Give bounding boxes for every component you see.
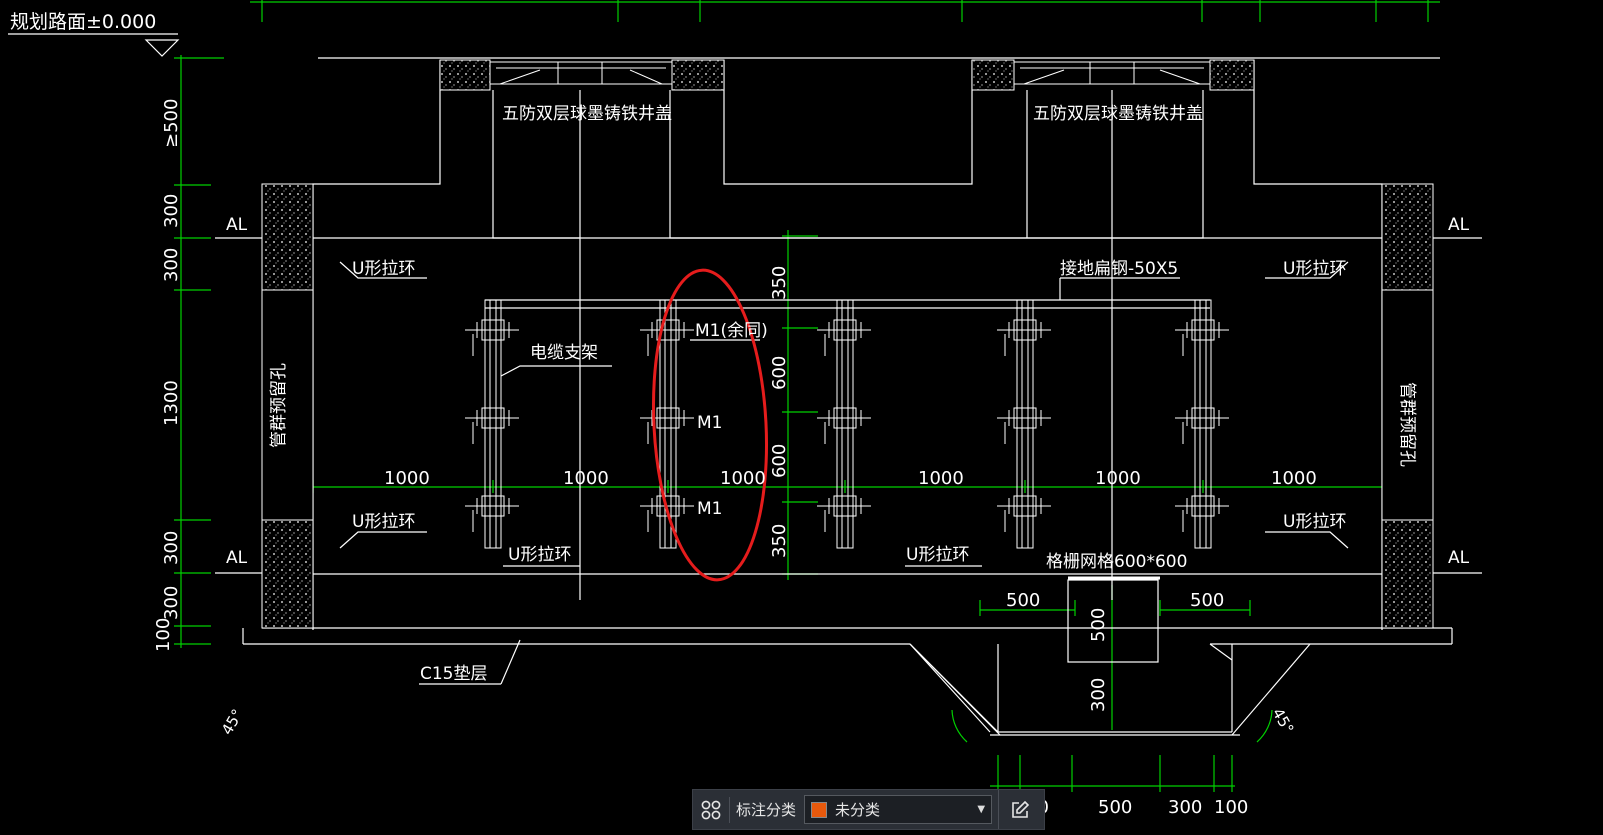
grate-label: 格栅网格600*600	[1046, 552, 1187, 572]
u-ring-label: U形拉环	[352, 512, 415, 532]
dim-text: 300	[161, 194, 182, 228]
al-label: AL	[226, 215, 248, 235]
angle-label: 45°	[1269, 705, 1298, 737]
dim-text: 350	[769, 524, 790, 558]
u-ring-label: U形拉环	[1283, 259, 1346, 279]
u-ring-label: U形拉环	[508, 545, 571, 565]
angle-label: 45°	[218, 706, 247, 738]
annotation-category-label: 标注分类	[736, 801, 797, 819]
pipe-hole-label: 管群预留孔	[269, 363, 289, 448]
edit-button[interactable]	[998, 790, 1041, 829]
span-text: 1000	[918, 468, 964, 489]
grid-icon[interactable]	[693, 790, 729, 829]
structure-lines	[8, 33, 1482, 736]
dim-text: 300	[161, 531, 182, 565]
m1-label: M1	[697, 499, 722, 519]
grounding-label: 接地扁钢-50X5	[1060, 259, 1178, 279]
dim-text: 300	[161, 248, 182, 282]
category-select[interactable]: 未分类 ▼	[804, 795, 993, 824]
dim-text: 350	[769, 266, 790, 300]
dim-text: 100	[1214, 797, 1248, 818]
dim-text: 600	[769, 356, 790, 390]
u-ring-label: U形拉环	[352, 259, 415, 279]
u-ring-label: U形拉环	[1283, 512, 1346, 532]
edit-icon	[1012, 800, 1030, 818]
dim-text: 600	[769, 444, 790, 478]
category-select-value: 未分类	[835, 801, 881, 819]
cover-label-left: 五防双层球墨铸铁井盖	[502, 104, 672, 124]
al-label: AL	[226, 548, 248, 568]
m1-label: M1	[697, 413, 722, 433]
dim-text: 500	[1098, 797, 1132, 818]
dim-text: 100	[153, 618, 174, 652]
al-label: AL	[1448, 215, 1470, 235]
manhole-covers	[489, 61, 1211, 85]
al-label: AL	[1448, 548, 1470, 568]
dim-text: 300	[1168, 797, 1202, 818]
m1-note-label: M1(余同)	[695, 321, 768, 341]
category-color-swatch	[811, 801, 828, 818]
cover-label-right: 五防双层球墨铸铁井盖	[1033, 104, 1203, 124]
chevron-down-icon[interactable]: ▼	[977, 804, 986, 815]
dim-text: 1300	[161, 380, 182, 426]
cable-support-label: 电缆支架	[530, 343, 598, 363]
span-text: 1000	[720, 468, 766, 489]
span-text: 1000	[563, 468, 609, 489]
cushion-label: C15垫层	[420, 664, 488, 684]
highlight-ellipse	[651, 268, 769, 582]
dim-text: 500	[1088, 608, 1109, 642]
annotation-toolbar: 标注分类 未分类 ▼	[692, 789, 1045, 830]
elevation-label: 规划路面±0.000	[10, 11, 156, 33]
span-text: 1000	[1095, 468, 1141, 489]
dim-text: 300	[161, 586, 182, 620]
dim-text: 500	[1190, 590, 1224, 611]
hatched-walls	[261, 59, 1434, 629]
dimension-lines	[174, 0, 1440, 792]
u-ring-label: U形拉环	[906, 545, 969, 565]
pipe-hole-label: 管群预留孔	[1397, 382, 1417, 467]
dim-text: 300	[1088, 678, 1109, 712]
toolbar-divider	[729, 796, 730, 823]
dim-text: ≥500	[161, 99, 182, 148]
span-text: 1000	[1271, 468, 1317, 489]
dim-text: 500	[1006, 590, 1040, 611]
span-text: 1000	[384, 468, 430, 489]
